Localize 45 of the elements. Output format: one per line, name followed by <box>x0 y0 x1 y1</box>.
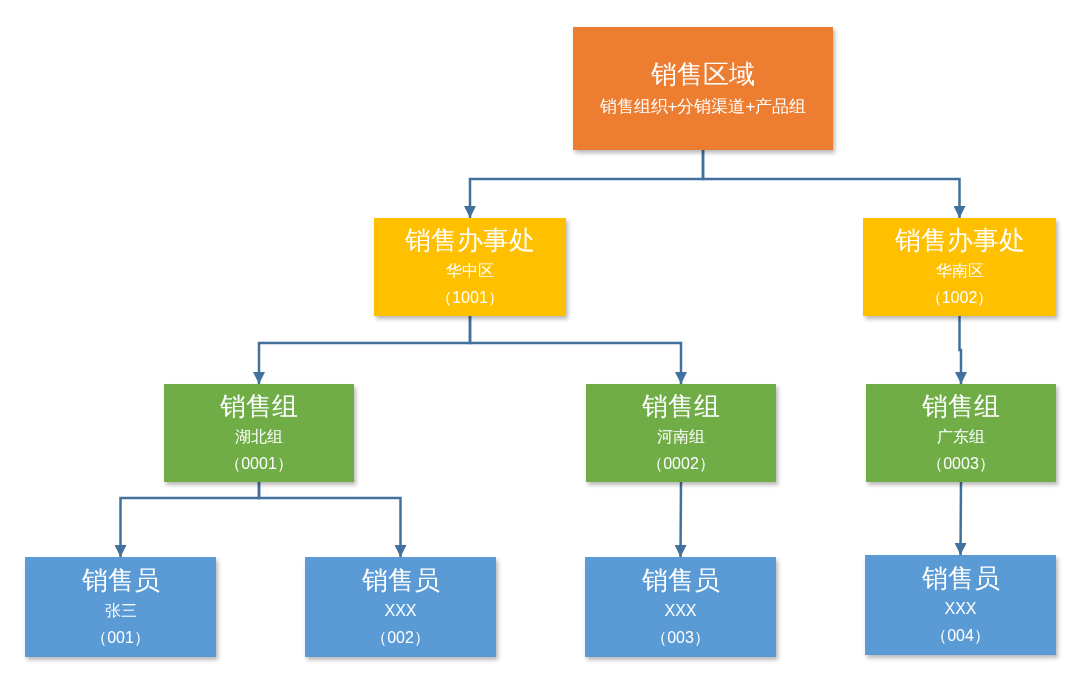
box-text: 销售组织+分销渠道+产品组 <box>599 95 807 118</box>
box-text: （004） <box>931 626 990 646</box>
arrow <box>257 482 407 557</box>
box-text: 华南区 <box>935 261 984 281</box>
org-box <box>305 557 496 657</box>
box-text: （0002） <box>647 454 715 474</box>
box-text: （0001） <box>225 454 293 474</box>
org-box <box>164 384 354 482</box>
org-box <box>866 384 1056 482</box>
org-box <box>585 557 776 657</box>
arrow <box>954 482 967 555</box>
arrow <box>701 150 966 218</box>
arrow <box>955 316 967 384</box>
box-text: （1001） <box>436 288 504 308</box>
box-text: （0003） <box>927 454 995 474</box>
org-box <box>573 27 833 150</box>
box-text: XXX <box>384 601 417 621</box>
box-text: （002） <box>371 628 430 648</box>
org-box <box>25 557 216 657</box>
box-text: （001） <box>91 628 150 648</box>
box-heading: 销售办事处 <box>405 224 535 257</box>
box-heading: 销售组 <box>642 390 720 423</box>
box-text: 华中区 <box>446 261 494 281</box>
org-box <box>863 218 1056 316</box>
box-text: （1002） <box>925 288 994 308</box>
org-box <box>374 218 566 316</box>
arrow <box>468 316 687 384</box>
box-heading: 销售员 <box>641 564 720 597</box>
box-heading: 销售员 <box>81 564 160 597</box>
box-heading: 销售组 <box>220 390 298 423</box>
box-text: XXX <box>664 601 697 621</box>
box-text: （003） <box>651 628 710 648</box>
box-heading: 销售员 <box>361 564 440 597</box>
org-box <box>586 384 776 482</box>
box-heading: 销售办事处 <box>894 224 1025 257</box>
box-text: 湖北组 <box>235 427 283 447</box>
arrow <box>674 482 687 557</box>
box-text: 河南组 <box>657 427 705 447</box>
org-box <box>865 555 1056 655</box>
box-text: XXX <box>944 599 977 619</box>
box-heading: 销售员 <box>921 562 1000 595</box>
box-heading: 销售区域 <box>651 57 755 91</box>
box-text: 广东组 <box>937 427 985 447</box>
box-text: 张三 <box>104 601 137 621</box>
box-heading: 销售组 <box>922 390 1000 423</box>
